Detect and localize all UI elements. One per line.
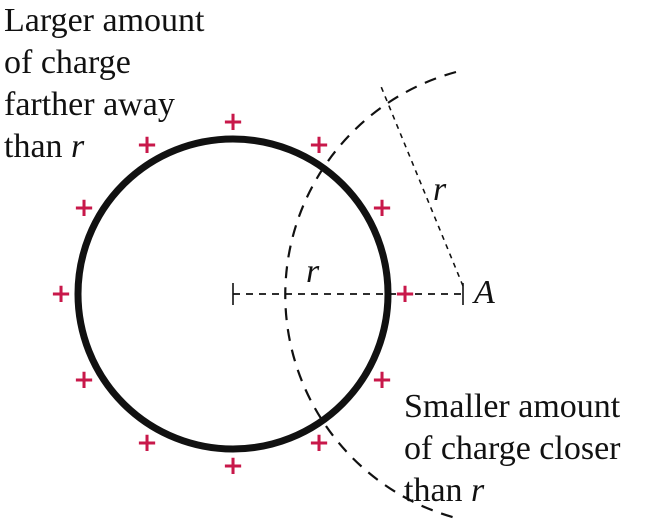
- positive-charge-1: +: [222, 107, 244, 137]
- callout-near-line-3-prefix: than: [404, 472, 472, 509]
- positive-charge-9: +: [73, 365, 95, 395]
- positive-charge-8: +: [136, 428, 158, 458]
- positive-charge-6: +: [308, 428, 330, 458]
- callout-near-line-3-var: r: [471, 472, 485, 509]
- callout-near-line-1: Smaller amount: [404, 388, 621, 425]
- positive-charge-12: +: [136, 130, 158, 160]
- charged-ring: [74, 135, 392, 453]
- callout-far-line-1: Larger amount: [4, 2, 205, 39]
- callout-far-line-4-prefix: than: [4, 128, 72, 165]
- callout-far-line-2: of charge: [4, 44, 131, 81]
- radius-label-inner: r: [306, 253, 320, 290]
- positive-charge-7: +: [222, 451, 244, 481]
- positive-charge-11: +: [73, 193, 95, 223]
- radius-label-outer: r: [433, 171, 447, 208]
- positive-charge-3: +: [371, 193, 393, 223]
- positive-charge-5: +: [371, 365, 393, 395]
- equal-distance-arc: [284, 70, 457, 520]
- charge-markers: + + + + + + + + + + + +: [50, 107, 416, 481]
- closer-charge-callout: Smaller amount of charge closer than r: [404, 386, 620, 512]
- positive-charge-4: +: [394, 279, 416, 309]
- positive-charge-2: +: [308, 130, 330, 160]
- callout-far-line-3: farther away: [4, 86, 175, 123]
- positive-charge-10: +: [50, 279, 72, 309]
- callout-near-line-2: of charge closer: [404, 430, 621, 467]
- point-a-label: A: [472, 274, 495, 311]
- callout-near-line-3: than r: [404, 470, 620, 512]
- farther-charge-callout: Larger amount of charge farther away tha…: [4, 0, 204, 168]
- a-to-arc-radius-line: [379, 83, 464, 287]
- callout-far-line-4-var: r: [71, 128, 85, 165]
- callout-far-line-4: than r: [4, 126, 204, 168]
